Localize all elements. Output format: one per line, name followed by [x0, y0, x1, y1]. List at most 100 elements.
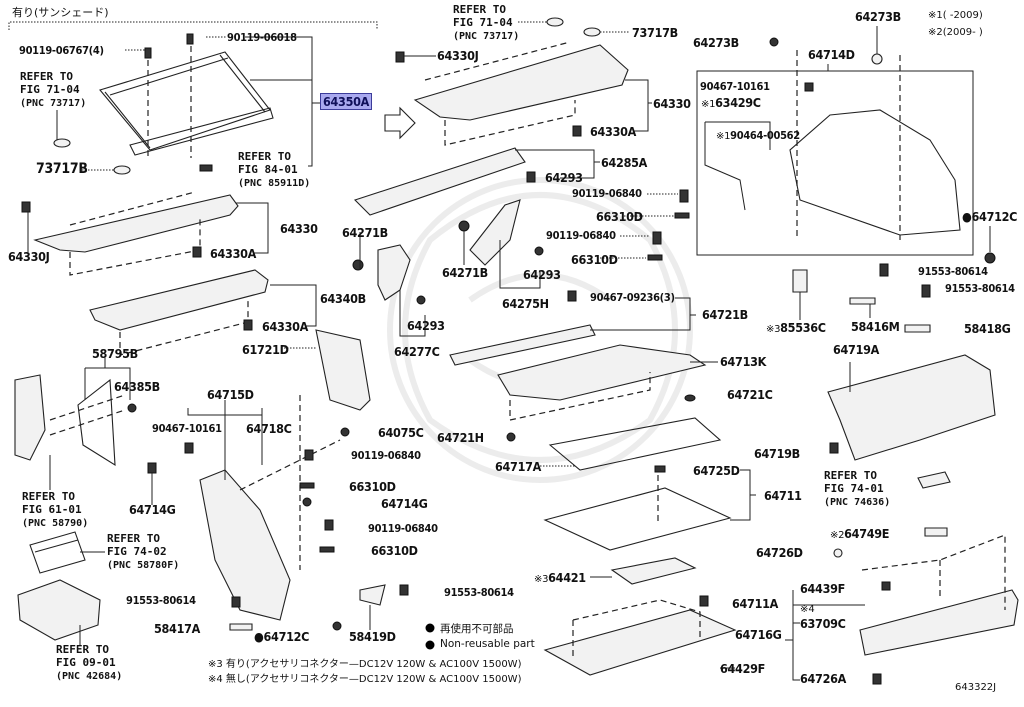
part-label-85536C[interactable]: ※385536C: [766, 321, 826, 336]
part-label-63429C[interactable]: ※163429C: [701, 96, 761, 111]
part-label-64714G-mid[interactable]: 64714G: [381, 496, 428, 511]
part-label-90119-06840-a[interactable]: 90119-06840: [351, 449, 421, 462]
part-label-64749E[interactable]: ※264749E: [830, 527, 889, 542]
part-label-64713K[interactable]: 64713K: [720, 354, 767, 369]
part-label-64271B-b[interactable]: 64271B: [442, 265, 488, 280]
part-label-63709C[interactable]: 63709C: [800, 616, 846, 631]
part-label-58418G[interactable]: 58418G: [964, 321, 1011, 336]
part-label-64385B[interactable]: 64385B: [114, 379, 160, 394]
part-label-66310D-c[interactable]: 66310D: [596, 209, 643, 224]
part-label-64721B[interactable]: 64721B: [702, 307, 748, 322]
part-label-64726D[interactable]: 64726D: [756, 545, 803, 560]
part-label-90464-00562[interactable]: ※190464-00562: [716, 129, 800, 143]
part-label-64714G-left[interactable]: 64714G: [129, 502, 176, 517]
part-label-90467-09236[interactable]: 90467-09236(3): [590, 291, 675, 304]
part-label-91553-80614-r1[interactable]: 91553-80614: [918, 265, 988, 278]
part-label-64275H[interactable]: 64275H: [502, 296, 549, 311]
part-label-64716G[interactable]: 64716G: [735, 627, 782, 642]
part-label-64725D[interactable]: 64725D: [693, 463, 740, 478]
part-label-90119-06840-b[interactable]: 90119-06840: [368, 522, 438, 535]
clip-icon: [192, 246, 202, 258]
part-label-64718C[interactable]: 64718C: [246, 421, 292, 436]
variant-mark: ※2: [928, 27, 943, 38]
ref-line: REFER TO: [824, 469, 877, 482]
part-label-64330J-left[interactable]: 64330J: [8, 249, 50, 264]
part-label-64273B-b[interactable]: 64273B: [693, 35, 739, 50]
part-label-90119-06840-c[interactable]: 90119-06840: [572, 187, 642, 200]
part-label-91553-80614-left[interactable]: 91553-80614: [126, 594, 196, 607]
part-label-90119-06018[interactable]: 90119-06018: [227, 31, 297, 44]
variant-mark: ※1: [928, 10, 943, 21]
part-label-64719B[interactable]: 64719B: [754, 446, 800, 461]
part-label-73717B-left[interactable]: 73717B: [36, 161, 88, 177]
part-label-58419D[interactable]: 58419D: [349, 629, 396, 644]
tray-64421: [610, 557, 697, 585]
part-label-66310D-a[interactable]: 66310D: [349, 479, 396, 494]
part-label-64717A[interactable]: 64717A: [495, 459, 542, 474]
part-label-64277C[interactable]: 64277C: [394, 344, 440, 359]
part-label-58417A[interactable]: 58417A: [154, 621, 201, 636]
part-label-64330A-top[interactable]: 64330A: [590, 124, 637, 139]
part-label-58416M[interactable]: 58416M: [851, 319, 900, 334]
part-label-64330A-left1[interactable]: 64330A: [210, 246, 257, 261]
clip-icon: [243, 319, 253, 331]
part-label-90467-10161-box[interactable]: 90467-10161: [700, 80, 770, 93]
part-label-64330A-left2[interactable]: 64330A: [262, 319, 309, 334]
cap-73717B: [113, 165, 131, 175]
part-label-64421[interactable]: ※364421: [534, 571, 586, 586]
part-label-64293-c[interactable]: 64293: [407, 318, 445, 333]
panel-64330-left: [33, 191, 239, 276]
part-label-91553-80614-mid[interactable]: 91553-80614: [444, 586, 514, 599]
trim-64285A: [353, 147, 526, 216]
part-label-64714D[interactable]: 64714D: [808, 47, 855, 62]
bolt-icon: [144, 47, 152, 59]
ref-pnc: (PNC 73717): [20, 98, 87, 109]
part-number: 85536C: [780, 320, 826, 335]
part-label-64719A[interactable]: 64719A: [833, 342, 880, 357]
part-label-64721H[interactable]: 64721H: [437, 430, 484, 445]
part-label-64711[interactable]: 64711: [764, 488, 802, 503]
part-label-66310D-d[interactable]: 66310D: [571, 252, 618, 267]
part-label-66310D-b[interactable]: 66310D: [371, 543, 418, 558]
ref-line: REFER TO: [107, 532, 160, 545]
figure-id: 643322J: [955, 682, 997, 693]
part-label-64330J-top[interactable]: 64330J: [437, 48, 479, 63]
part-label-64330-top[interactable]: 64330: [653, 96, 691, 111]
part-label-90119-06767[interactable]: 90119-06767(4): [19, 44, 104, 57]
part-label-64293-a[interactable]: 64293: [545, 170, 583, 185]
part-label-64439F[interactable]: 64439F: [800, 581, 846, 596]
variant-note-1: ※1( -2009): [928, 10, 983, 21]
part-label-90119-06840-d[interactable]: 90119-06840: [546, 229, 616, 242]
part-label-64075C[interactable]: 64075C: [378, 425, 424, 440]
part-label-64293-b[interactable]: 64293: [523, 267, 561, 282]
part-label-64350A-highlighted[interactable]: 64350A: [320, 93, 373, 110]
legend-dot-icon: [425, 623, 435, 633]
part-label-64726A[interactable]: 64726A: [800, 671, 847, 686]
part-label-73717B-top[interactable]: 73717B: [632, 25, 678, 40]
part-label-64273B-a[interactable]: 64273B: [855, 9, 901, 24]
part-label-58795B[interactable]: 58795B: [92, 346, 138, 361]
part-label-64712C-bottom[interactable]: ●64712C: [254, 629, 310, 644]
clip-icon: [199, 164, 213, 172]
part-label-64721C[interactable]: 64721C: [727, 387, 773, 402]
part-label-64340B[interactable]: 64340B: [320, 291, 366, 306]
part-label-64715D[interactable]: 64715D: [207, 387, 254, 402]
sunshade-assembly: [99, 51, 274, 156]
part-label-91553-80614-r2[interactable]: 91553-80614: [945, 282, 1015, 295]
part-label-64429F[interactable]: 64429F: [720, 661, 766, 676]
part-label-64712C-right[interactable]: ●64712C: [962, 209, 1018, 224]
part-label-64330-left[interactable]: 64330: [280, 221, 318, 236]
part-label-64711A[interactable]: 64711A: [732, 596, 779, 611]
part-label-64271B-a[interactable]: 64271B: [342, 225, 388, 240]
part-label-61721D[interactable]: 61721D: [242, 342, 289, 357]
variant-mark: ※3: [766, 324, 781, 335]
part-label-64285A[interactable]: 64285A: [601, 155, 648, 170]
part-label-90467-10161-left[interactable]: 90467-10161: [152, 422, 222, 435]
